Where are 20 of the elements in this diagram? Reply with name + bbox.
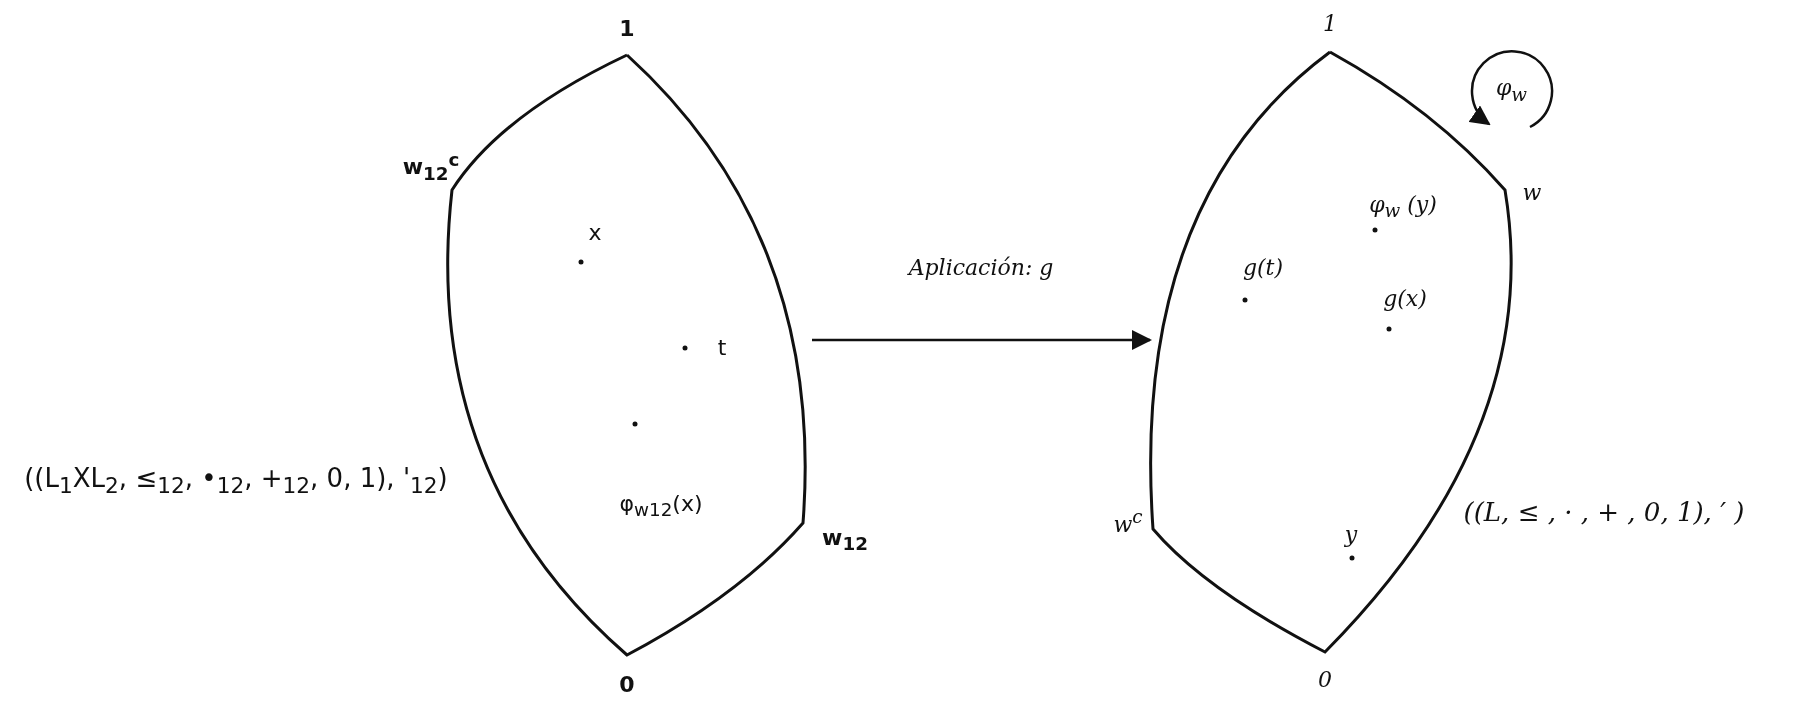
vertex-label: 1 xyxy=(1323,11,1337,37)
vertex-label: w$_{12}$ xyxy=(822,525,868,555)
point-label: y xyxy=(1344,522,1358,548)
point-label: g(x) xyxy=(1383,286,1427,312)
edge-label: φ$_{w}$ xyxy=(1494,74,1529,107)
arrow xyxy=(812,330,1152,350)
point-label: x xyxy=(588,220,602,246)
vertex-label: w xyxy=(1522,180,1542,206)
vertex-label: 1 xyxy=(619,16,635,42)
vertex-label: 0 xyxy=(1318,667,1332,693)
point-label: φ$_{w12}$(x) xyxy=(619,491,703,521)
structure-label: ((L$_{1}$XL$_{2}$, ≤$_{12}$, •$_{12}$, +$_{12}$, 0, 1), '$_{12}$) xyxy=(24,464,448,498)
arrow xyxy=(1468,50,1554,129)
vertex-label: w$^{c}$ xyxy=(1113,507,1143,537)
point-label: t xyxy=(717,335,727,361)
point-label: φ$_{w}$ (y) xyxy=(1369,192,1437,222)
vertex-label: 0 xyxy=(619,672,635,698)
structure-label: ((L, ≤ , · , + , 0, 1), ′ ) xyxy=(1463,497,1745,527)
edge-label: Aplicación: g xyxy=(906,254,1055,283)
point-label: g(t) xyxy=(1242,255,1284,281)
